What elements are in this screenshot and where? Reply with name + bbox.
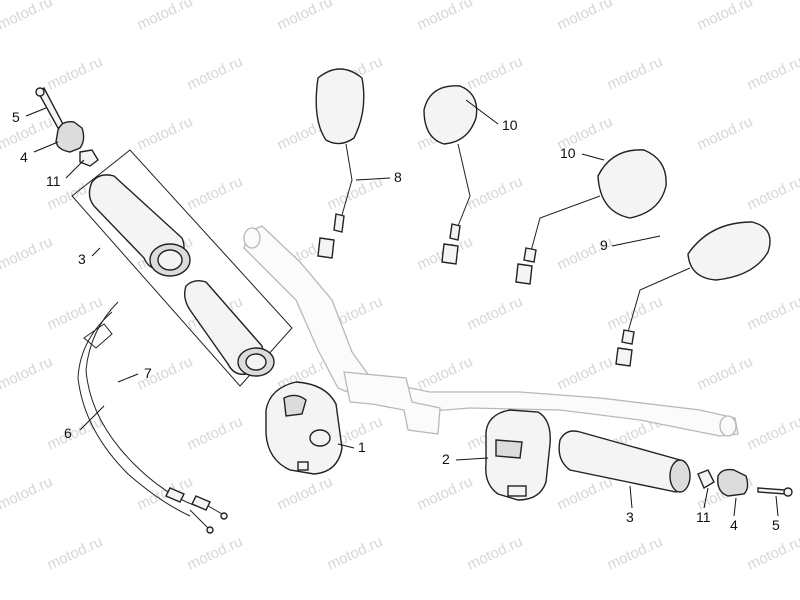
callout-4-left: 4: [20, 149, 28, 165]
watermark-text: motod.ru: [45, 293, 106, 333]
mirror-left-front: [423, 85, 478, 265]
watermark-text: motod.ru: [745, 293, 800, 333]
watermark-text: motod.ru: [555, 353, 616, 393]
watermark-text: motod.ru: [465, 173, 526, 213]
right-grip-assembly: [558, 430, 793, 497]
watermark-text: motod.ru: [135, 0, 196, 34]
callout-6: 6: [64, 425, 72, 441]
watermark-text: motod.ru: [185, 173, 246, 213]
watermark-text: motod.ru: [185, 53, 246, 93]
callout-7: 7: [144, 365, 152, 381]
watermark-text: motod.ru: [45, 533, 106, 573]
callout-labels: 5 4 11 3 7 6 8 10 10 9 1 2 3 11 4 5: [12, 109, 780, 533]
callout-11-left: 11: [46, 173, 61, 189]
watermark-text: motod.ru: [135, 113, 196, 153]
watermark-text: motod.ru: [185, 533, 246, 573]
watermark-text: motod.ru: [45, 53, 106, 93]
callout-3-right: 3: [626, 509, 634, 525]
left-grip-assembly-box: [71, 149, 293, 387]
watermark-text: motod.ru: [415, 0, 476, 34]
callout-10-right: 10: [560, 145, 576, 161]
watermark-text: motod.ru: [0, 473, 55, 513]
watermark-text: motod.ru: [745, 413, 800, 453]
mirror-right-round: [515, 149, 667, 285]
watermark-text: motod.ru: [0, 233, 55, 273]
watermark-text: motod.ru: [605, 53, 666, 93]
watermark-text: motod.ru: [605, 533, 666, 573]
watermark-text: motod.ru: [745, 173, 800, 213]
callout-8: 8: [394, 169, 402, 185]
watermark-text: motod.ru: [415, 353, 476, 393]
watermark-text: motod.ru: [695, 0, 756, 34]
watermark-text: motod.ru: [745, 533, 800, 573]
right-switch-housing: [485, 409, 551, 501]
watermark-text: motod.ru: [555, 473, 616, 513]
watermark-text: motod.ru: [275, 0, 336, 34]
mirror-left-rear: [315, 68, 365, 259]
watermark-text: motod.ru: [745, 53, 800, 93]
left-bar-end-parts: [35, 86, 99, 167]
watermark-text: motod.ru: [465, 533, 526, 573]
handlebar-outline: [243, 225, 739, 437]
watermark-text: motod.ru: [695, 113, 756, 153]
left-switch-housing: [265, 381, 343, 475]
watermark-text: motod.ru: [325, 533, 386, 573]
watermark-text: motod.ru: [555, 0, 616, 34]
callout-3-left: 3: [78, 251, 86, 267]
watermark-text: motod.ru: [605, 293, 666, 333]
callout-9: 9: [600, 237, 608, 253]
callout-5-right: 5: [772, 517, 780, 533]
watermark-text: motod.ru: [275, 473, 336, 513]
watermark-text: motod.ru: [415, 473, 476, 513]
throttle-cables: [77, 301, 228, 534]
callout-leaders: [25, 99, 779, 517]
callout-2: 2: [442, 451, 450, 467]
watermark-text: motod.ru: [135, 473, 196, 513]
watermark-text: motod.ru: [695, 353, 756, 393]
watermark-text: motod.ru: [0, 353, 55, 393]
callout-10-left: 10: [502, 117, 518, 133]
watermark-text: motod.ru: [465, 293, 526, 333]
callout-1: 1: [358, 439, 366, 455]
watermark-text: motod.ru: [0, 113, 55, 153]
callout-4-right: 4: [730, 517, 738, 533]
watermark-text: motod.ru: [465, 53, 526, 93]
watermark-text: motod.ru: [185, 413, 246, 453]
watermark-text: motod.ru: [0, 0, 55, 34]
callout-11-right: 11: [696, 509, 711, 525]
callout-5-left: 5: [12, 109, 20, 125]
mirror-right-oval: [615, 221, 771, 367]
